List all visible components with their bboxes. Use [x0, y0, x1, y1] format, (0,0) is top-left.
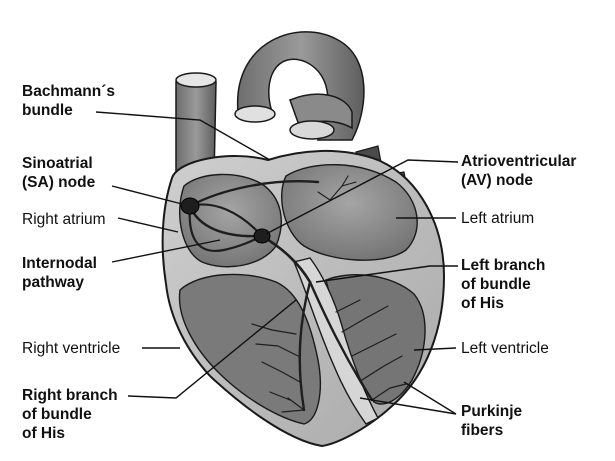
leader-purkinje-2	[359, 397, 457, 415]
label-sa-node: Sinoatrial (SA) node	[22, 154, 95, 192]
leader-right-branch	[127, 299, 297, 399]
label-sa-node-line-2: (SA) node	[22, 174, 96, 191]
bachmanns-bundle-path	[188, 180, 320, 208]
label-left-branch-line-1: Left branch	[461, 257, 546, 274]
label-left-branch-line-3: of His	[461, 295, 505, 312]
label-right-ventricle: Right ventricle	[22, 340, 121, 357]
label-right-branch-line-1: Right branch	[22, 387, 118, 404]
label-left-branch: Left branch of bundle of His	[461, 256, 545, 313]
label-bachmanns-bundle-line-1: Bachmann´s	[22, 83, 116, 100]
leader-left-ventricle	[413, 347, 457, 351]
label-left-atrium: Left atrium	[461, 210, 535, 227]
internodal-pathway-path-2	[188, 204, 264, 253]
av-node	[253, 228, 271, 244]
label-internodal-pathway-line-2: pathway	[22, 274, 85, 291]
aorta-opening	[234, 105, 276, 123]
label-sa-node-line-1: Sinoatrial	[22, 155, 93, 172]
left-atrium-chamber	[280, 164, 418, 261]
label-purkinje-fibers: Purkinje fibers	[461, 402, 522, 440]
right-ventricle-chamber	[178, 273, 321, 425]
superior-vena-cava-opening	[175, 72, 217, 88]
leader-bachmann	[95, 111, 271, 161]
interventricular-septum	[293, 257, 379, 425]
label-av-node-line-1: Atrioventricular	[461, 153, 577, 170]
leader-av-node	[265, 159, 459, 235]
label-left-branch-line-2: of bundle	[461, 276, 531, 293]
sa-node	[180, 197, 200, 215]
purkinje-fibers-left	[335, 299, 407, 401]
left-branch-path	[308, 280, 374, 402]
label-internodal-pathway: Internodal pathway	[22, 254, 97, 292]
label-bachmanns-bundle: Bachmann´s bundle	[22, 82, 115, 120]
label-purkinje-fibers-line-1: Purkinje	[461, 403, 523, 420]
right-branch-path	[298, 280, 312, 412]
label-right-branch: Right branch of bundle of His	[22, 386, 118, 443]
right-atrium-chamber	[178, 173, 282, 268]
pulmonary-opening	[289, 120, 335, 140]
label-purkinje-fibers-line-2: fibers	[461, 422, 504, 439]
leader-lines	[95, 111, 459, 415]
leader-internodal	[111, 239, 221, 263]
purkinje-fibers-atrium	[317, 175, 357, 201]
label-av-node-line-2: (AV) node	[461, 172, 534, 189]
leader-sa-node	[111, 185, 183, 205]
label-bachmanns-bundle-line-2: bundle	[22, 102, 73, 119]
leader-purkinje-1	[403, 381, 457, 415]
label-av-node: Atrioventricular (AV) node	[461, 152, 576, 190]
label-right-atrium: Right atrium	[22, 211, 106, 228]
label-right-branch-line-3: of His	[22, 425, 66, 442]
label-right-branch-line-2: of bundle	[22, 406, 92, 423]
leader-left-branch	[315, 265, 458, 283]
label-internodal-pathway-line-1: Internodal	[22, 255, 97, 272]
leader-right-atrium	[117, 217, 179, 233]
label-left-ventricle: Left ventricle	[461, 340, 549, 357]
conduction-system	[188, 175, 407, 413]
